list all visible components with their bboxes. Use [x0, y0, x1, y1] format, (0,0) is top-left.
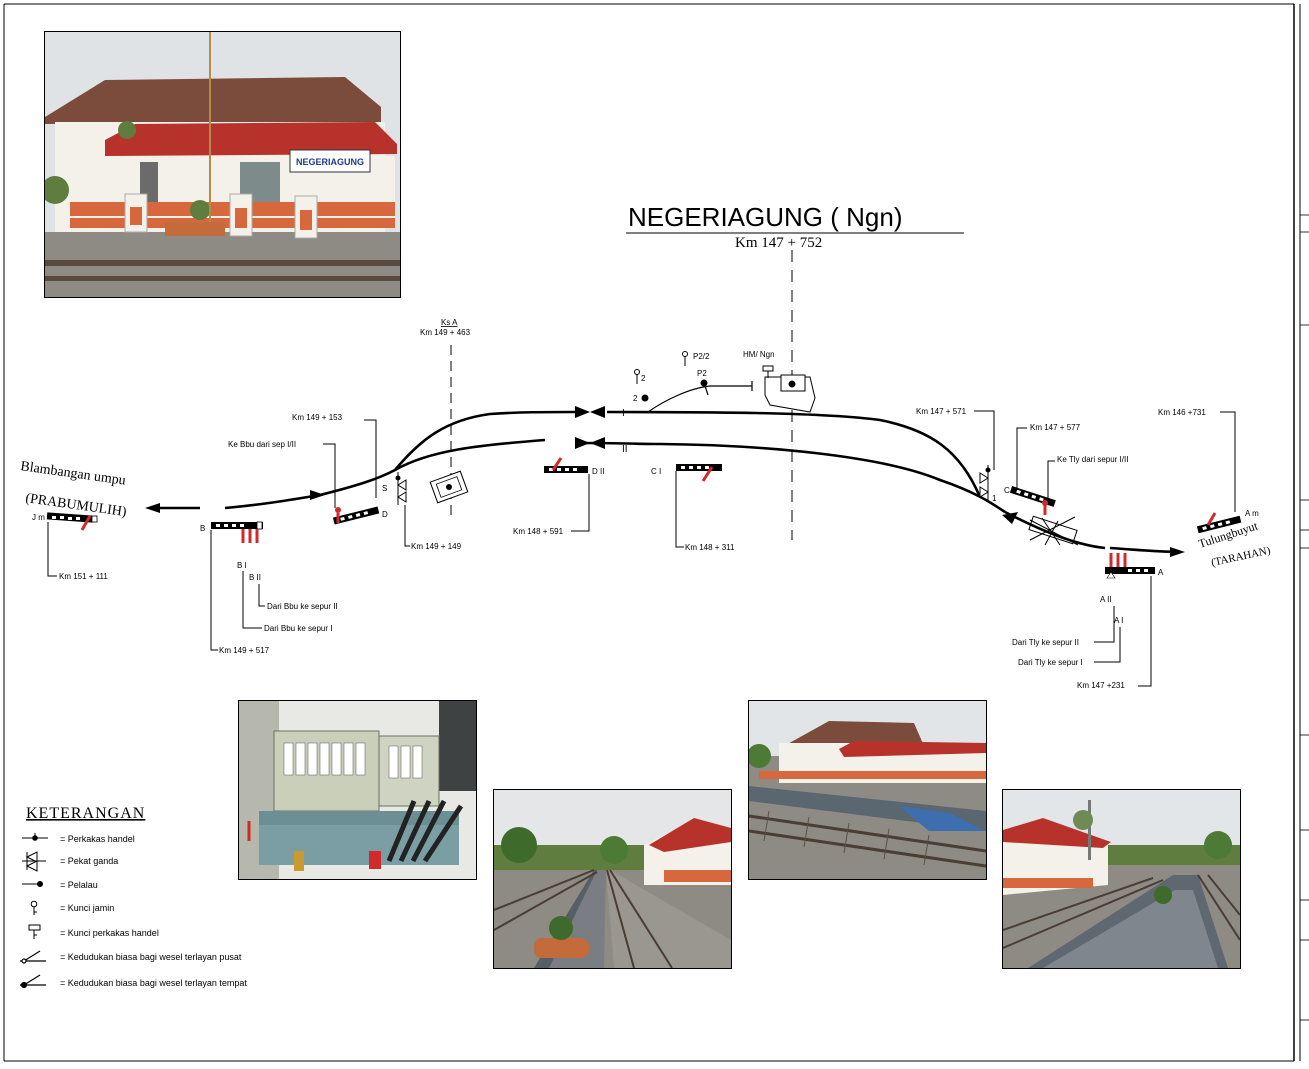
double-lock-icon	[395, 472, 407, 505]
platform-end-photo	[1002, 789, 1241, 969]
signal-b-icon	[211, 521, 263, 543]
signal-ci-label: C I	[651, 467, 661, 476]
main-track	[150, 438, 1181, 554]
signal-bi-label: B I	[237, 561, 247, 570]
signal-jm-label: J m	[32, 513, 45, 522]
platform-view-photo	[493, 789, 732, 969]
ksa-km-label: Km 149 + 463	[420, 328, 471, 337]
handle-key-icon	[28, 924, 41, 939]
double-lock-icon	[979, 465, 991, 502]
station-sign-text: NEGERIAGUNG	[296, 157, 364, 167]
track-arrow-icon	[310, 490, 325, 500]
tracks-building-photo	[748, 700, 987, 880]
km-148-311-label: Km 148 + 311	[685, 543, 735, 552]
signal-ci-icon	[676, 464, 722, 482]
legend-item-label: = Perkakas handel	[60, 834, 135, 844]
signal-c-label: C	[1004, 486, 1010, 495]
p2-label: P2	[697, 369, 707, 378]
legend-item-label: = Pekat ganda	[60, 856, 118, 866]
dari-tly-sepur-2-label: Dari Tly ke sepur II	[1012, 638, 1079, 647]
track-arrow-icon	[590, 406, 605, 418]
point-s-label: S	[382, 484, 387, 493]
kilometer-post-icon	[429, 470, 469, 504]
key-icon	[30, 900, 38, 915]
derailer-icon	[22, 881, 43, 887]
legend-item-label: = Kedudukan biasa bagi wesel terlayan pu…	[60, 952, 242, 962]
handle-icon	[22, 833, 48, 841]
legend-title: KETERANGAN	[26, 805, 145, 822]
km-147-571-label: Km 147 + 571	[916, 407, 967, 416]
signal-dii-label: D II	[592, 467, 604, 476]
track-one-label: I	[622, 408, 625, 419]
local-switch-icon	[20, 974, 46, 989]
station-building-photo: NEGERIAGUNG	[44, 31, 401, 298]
legend-item-label: = Kunci perkakas handel	[60, 928, 159, 938]
west-arrow-icon	[145, 503, 160, 513]
signal-am-label: A m	[1245, 509, 1259, 518]
station-building-icon	[762, 365, 816, 413]
km-149-153-label: Km 149 + 153	[292, 413, 343, 422]
km-149-149-label: Km 149 + 149	[411, 542, 462, 551]
key-lock-icon	[700, 379, 708, 387]
signal-am-icon	[1196, 512, 1242, 534]
east-arrow-icon	[1170, 547, 1185, 557]
legend-item-label: = Kunci jamin	[60, 903, 114, 913]
signal-d-icon	[332, 506, 380, 525]
west-direction-label: Blambangan umpu	[19, 459, 126, 489]
key-lock-icon	[641, 394, 649, 402]
km-147-577-label: Km 147 + 577	[1030, 423, 1081, 432]
station-km: Km 147 + 752	[735, 235, 822, 251]
ke-tly-label: Ke Tly dari sepur I/II	[1057, 455, 1128, 464]
ke-bbu-label: Ke Bbu dari sep I/II	[228, 440, 296, 449]
signal-dii-icon	[544, 457, 588, 473]
ksa-label: Ks A	[441, 318, 458, 327]
east-direction-sublabel: (TARAHAN)	[1210, 545, 1272, 569]
track-arrow-icon	[575, 437, 590, 449]
signal-a-icon	[1105, 553, 1155, 579]
signal-a-label: A	[1158, 568, 1164, 577]
km-149-517-label: Km 149 + 517	[219, 646, 270, 655]
track-arrow-icon	[1002, 512, 1018, 524]
point-1-label: 1	[992, 494, 997, 503]
legend: KETERANGAN = Perkakas handel = Pekat gan…	[20, 805, 247, 989]
signal-jm-icon	[46, 512, 98, 531]
legend-item-label: = Kedudukan biasa bagi wesel terlayan te…	[60, 978, 247, 988]
double-lock-icon	[22, 851, 46, 872]
track-one	[394, 410, 982, 498]
dari-tly-sepur-1-label: Dari Tly ke sepur I	[1018, 658, 1083, 667]
dari-bbu-sepur-1-label: Dari Bbu ke sepur I	[264, 624, 332, 633]
signal-lever-frame-photo	[238, 700, 477, 880]
legend-item-label: = Pelalau	[60, 880, 98, 890]
signal-c-icon	[1009, 486, 1056, 515]
central-switch-icon	[20, 950, 46, 964]
signal-bii-label: B II	[249, 573, 261, 582]
signal-d-label: D	[382, 510, 388, 519]
signal-aii-label: A II	[1100, 595, 1112, 604]
track-two-label: II	[622, 444, 628, 455]
km-148-591-label: Km 148 + 591	[513, 527, 564, 536]
signal-b-label: B	[200, 524, 205, 533]
level-crossing-icon	[1028, 515, 1079, 546]
dari-bbu-sepur-2-label: Dari Bbu ke sepur II	[267, 602, 338, 611]
km-151-111-label: Km 151 + 111	[59, 572, 108, 581]
km-146-731-label: Km 146 +731	[1158, 408, 1206, 417]
key-label: 2	[641, 374, 646, 383]
track-arrow-icon	[590, 437, 605, 449]
p2-2-label: P2/2	[693, 352, 710, 361]
station-title: NEGERIAGUNG ( Ngn)	[628, 202, 903, 232]
signal-ai-label: A I	[1114, 616, 1123, 625]
key-label: 2	[633, 394, 638, 403]
track-arrow-icon	[575, 406, 590, 418]
km-147-231-label: Km 147 +231	[1077, 681, 1125, 690]
hm-ngn-label: HM/ Ngn	[743, 350, 775, 359]
